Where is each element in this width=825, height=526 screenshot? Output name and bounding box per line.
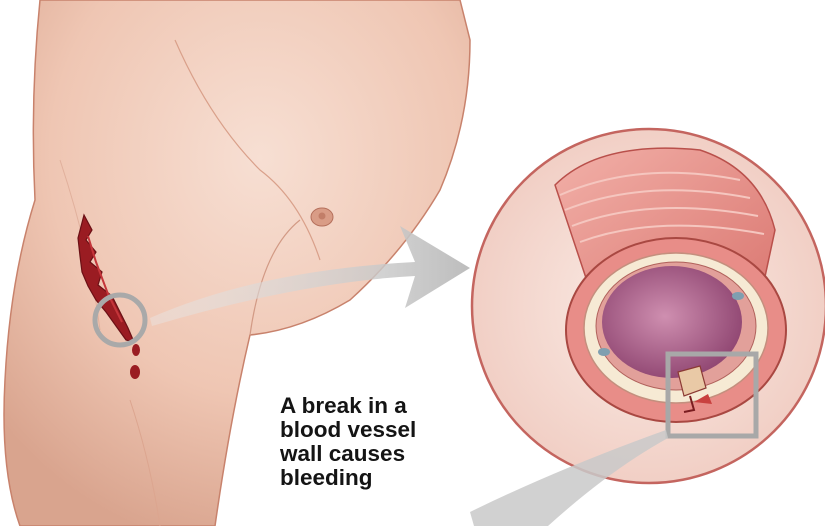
magnified-vessel-circle	[472, 129, 825, 483]
caption-line-1: A break in a	[280, 394, 510, 418]
caption-line-4: bleeding	[280, 466, 510, 490]
caption-line-2: blood vessel	[280, 418, 510, 442]
diagram-caption: A break in a blood vessel wall causes bl…	[280, 394, 510, 490]
caption-line-3: wall causes	[280, 442, 510, 466]
